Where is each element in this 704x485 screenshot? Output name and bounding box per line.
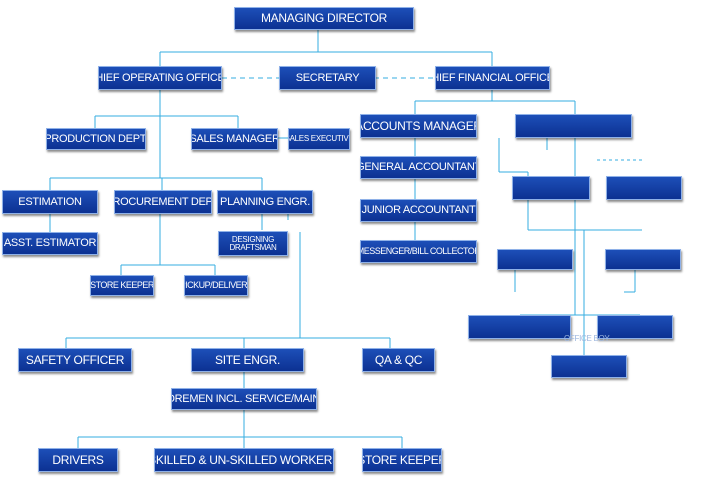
- node-blank-5: [605, 249, 681, 270]
- node-accounts-manager: ACCOUNTS MANAGER: [360, 114, 477, 138]
- node-general-accountant: GENERAL ACCOUNTANT: [360, 156, 477, 179]
- node-foremen: FOREMEN INCL. SERVICE/MAINT.: [171, 388, 317, 410]
- node-asst-estimator: ASST. ESTIMATOR: [2, 232, 98, 255]
- node-messenger-bill-collector: MESSENGER/BILL COLLECTOR: [360, 240, 477, 263]
- node-estimation: ESTIMATION: [2, 190, 98, 214]
- node-pickup-delivery: PICKUP/DELIVERY: [184, 275, 248, 296]
- node-skilled-workers: SKILLED & UN-SKILLED WORKERS: [154, 448, 334, 472]
- node-store-keeper-procurement: STORE KEEPER: [90, 275, 154, 296]
- node-managing-director: MANAGING DIRECTOR: [234, 7, 414, 30]
- node-site-engr: SITE ENGR.: [191, 348, 304, 372]
- node-cfo: CHIEF FINANCIAL OFFICER: [435, 66, 550, 90]
- node-store-keeper-site: STORE KEEPER: [362, 448, 442, 472]
- node-sales-executive: SALES EXECUTIVE: [288, 128, 350, 150]
- node-procurement-dept: PROCUREMENT DEPT.: [114, 190, 212, 214]
- node-production-dept: PRODUCTION DEPT.: [46, 128, 146, 150]
- node-coo: CHIEF OPERATING OFFICER: [98, 66, 222, 90]
- node-junior-accountant: JUNIOR ACCOUNTANT: [360, 199, 477, 222]
- node-blank-4: [497, 249, 573, 270]
- office-boy-fragment-label: OFFICE BOY: [564, 334, 610, 343]
- node-blank-6: [468, 315, 571, 339]
- node-blank-1: [515, 114, 632, 138]
- node-blank-3: [606, 176, 682, 200]
- node-drivers: DRIVERS: [38, 448, 118, 472]
- node-secretary: SECRETARY: [279, 66, 376, 90]
- node-blank-2: [512, 176, 590, 200]
- node-planning-engr: PLANNING ENGR.: [217, 190, 313, 214]
- node-safety-officer: SAFETY OFFICER: [18, 348, 132, 372]
- node-sales-manager: SALES MANAGER: [191, 128, 278, 150]
- node-designing-draftsman: DESIGNING DRAFTSMAN: [218, 231, 288, 256]
- node-blank-8: [551, 355, 627, 378]
- node-blank-7: [597, 315, 673, 339]
- node-qa-qc: QA & QC: [362, 348, 435, 372]
